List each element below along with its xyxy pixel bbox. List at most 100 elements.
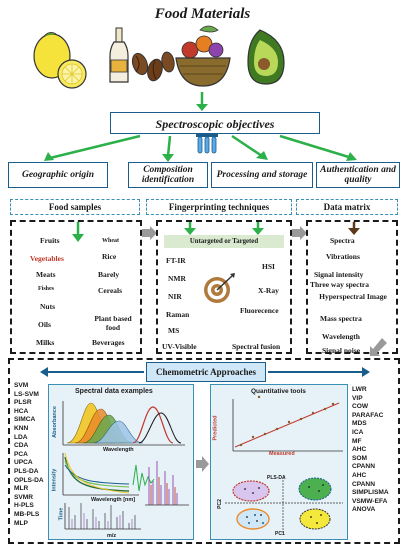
method-item: CDA [14, 442, 29, 450]
method-item: MLR [14, 485, 29, 493]
tech-nir: NIR [168, 292, 182, 301]
untargeted-targeted-label: Untargeted or Targeted [164, 235, 284, 248]
method-item: SOM [352, 454, 368, 462]
method-item: VSMW-EFA [352, 497, 388, 505]
food-fruits: Fruits [40, 236, 60, 245]
method-item: LDA [14, 433, 28, 441]
tech-fluorescence: Fluorecence [240, 306, 279, 315]
chemometric-approaches-box: Chemometric Approaches [146, 362, 266, 382]
label-wavelength-nm: Wavelength [nm] [91, 497, 136, 503]
data-matrix-panel: Spectra Vibrations Signal intensity Thre… [306, 220, 398, 355]
label-mz: m/z [107, 533, 117, 539]
method-item: H-PLS [14, 502, 34, 510]
objective-geographic-origin: Geographic origin [8, 162, 108, 188]
tech-ftir: FT-IR [166, 256, 186, 265]
food-plant-based: Plant based food [94, 314, 132, 332]
food-oils: Oils [38, 320, 51, 329]
label-measured: Measured [269, 451, 295, 457]
target-icon [204, 273, 235, 303]
method-item: PLS-DA [14, 467, 39, 475]
method-item: MF [352, 437, 362, 445]
spectroscopic-objectives-box: Spectroscopic objectives [110, 112, 320, 134]
matrix-spectra: Spectra [330, 236, 355, 245]
arrow-food-down [72, 222, 84, 242]
method-item: SVM [14, 382, 29, 389]
header-food-samples: Food samples [10, 199, 140, 215]
arrow-finger-to-matrix [292, 226, 307, 240]
tech-uv-visible: UV-Visible [162, 342, 197, 351]
food-vegetables: Vegetables [30, 254, 64, 263]
method-item: CPANN [352, 480, 375, 488]
page-title: Food Materials [154, 6, 251, 22]
fingerprinting-panel: Untargeted or Targeted FT-IR HSI NMR X-R… [156, 220, 292, 354]
method-item: ICA [352, 428, 364, 436]
tech-spectral-fusion: Spectral fusion [232, 342, 281, 351]
matrix-hyperspectral: Hyperspectral Image [319, 292, 387, 301]
label-wavelength: Wavelength [103, 447, 134, 453]
fruit-basket-icon [175, 25, 231, 87]
method-item: OPLS-DA [14, 476, 44, 484]
matrix-wavelength: Wavelength [322, 332, 360, 341]
objective-processing-storage: Processing and storage [211, 162, 313, 188]
tech-ms: MS [168, 326, 180, 335]
method-item: MLP [14, 519, 28, 527]
method-item: SIMPLISMA [352, 489, 389, 497]
tech-raman: Raman [166, 310, 190, 319]
bottle-icon [109, 27, 129, 83]
matrix-signal-noise: Signal noise [322, 346, 361, 355]
arrow-matrix-to-chemo [370, 338, 387, 356]
label-pc1: PC1 [275, 531, 285, 537]
header-fingerprinting: Fingerprinting techniques [146, 199, 292, 215]
header-data-matrix: Data matrix [296, 199, 398, 215]
method-item: MB-PLS [14, 510, 40, 518]
method-item: AHC [352, 446, 367, 454]
lemon-icon [33, 32, 87, 89]
method-item: SIMCA [14, 416, 36, 424]
matrix-mass-spectra: Mass spectra [320, 314, 362, 323]
method-item: PARAFAC [352, 411, 384, 419]
coffee-beans-icon [131, 51, 175, 82]
method-item: SVMR [14, 493, 34, 501]
quant-illustrations [225, 395, 343, 535]
arrow-finger-left [184, 222, 196, 235]
right-methods-list: LWR VIP COW PARAFAC MDS ICA MF AHC SOM C… [352, 386, 389, 515]
food-meats: Meats [36, 270, 56, 279]
food-rice: Rice [102, 252, 117, 261]
food-barely: Barely [98, 270, 120, 279]
objective-arrows [44, 134, 357, 162]
matrix-three-way: Three way spectra [310, 280, 370, 289]
method-item: LS-SVM [14, 390, 39, 398]
food-wheat: Wheat [102, 238, 119, 244]
food-beverages: Beverages [92, 338, 125, 347]
method-item: VIP [352, 394, 363, 402]
method-item: PCA [14, 450, 28, 458]
spectral-panel-title: Spectral data examples [75, 388, 153, 395]
food-samples-panel: Fruits Wheat Vegetables Rice Meats Barel… [10, 220, 142, 354]
food-icons-row [33, 25, 285, 111]
tech-xray: X-Ray [258, 286, 279, 295]
left-methods-list: SVM LS-SVM PLSR HCA SIMCA KNN LDA CDA PC… [14, 382, 44, 528]
method-item: CPANN [352, 463, 375, 471]
tech-hsi: HSI [262, 262, 275, 271]
method-item: COW [352, 403, 369, 411]
method-item: ANOVA [352, 506, 376, 514]
method-item: MDS [352, 420, 367, 428]
matrix-signal-intensity: Signal intensity [314, 270, 364, 279]
objective-authentication-quality: Authentication and quality [316, 162, 400, 188]
objective-composition-identification: Composition identification [128, 162, 208, 188]
chemometric-arrows [40, 367, 370, 377]
food-nuts: Nuts [40, 302, 56, 311]
method-item: AHC [352, 471, 367, 479]
arrow-icons-to-objectives [196, 92, 208, 111]
method-item: LWR [352, 386, 367, 393]
arrow-finger-right [252, 222, 264, 235]
tech-nmr: NMR [168, 274, 186, 283]
method-item: PLSR [14, 399, 32, 407]
food-cereals: Cereals [98, 286, 123, 295]
quantitative-tools-panel: Quantitative tools Predicted PLS-DA Meas… [210, 384, 348, 540]
method-item: KNN [14, 424, 29, 432]
arrow-food-to-finger [142, 226, 157, 240]
matrix-vibrations: Vibrations [326, 252, 360, 261]
spectral-examples-panel: Spectral data examples Absorbance Wavele… [48, 384, 194, 540]
